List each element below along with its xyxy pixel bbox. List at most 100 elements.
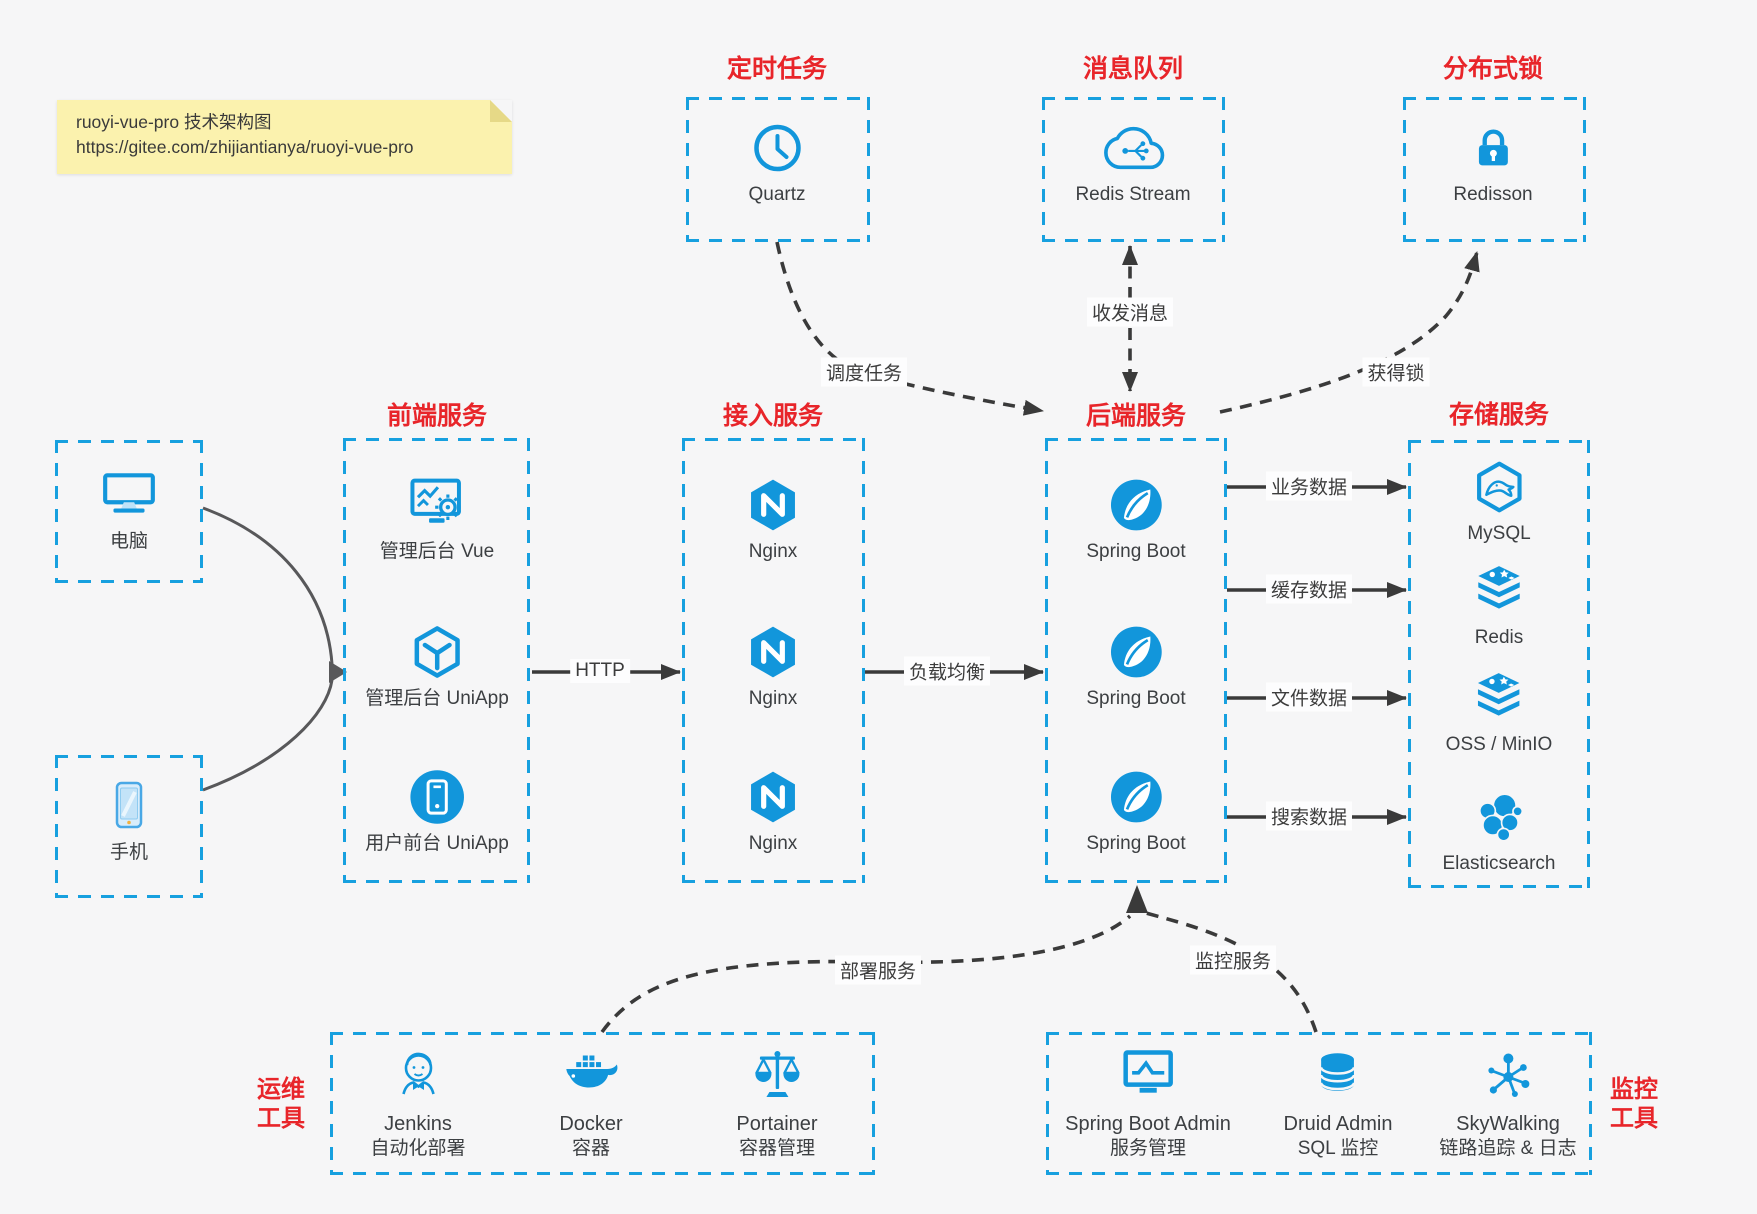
cloud-stream-icon	[1102, 119, 1164, 177]
node-mysql: MySQL	[1467, 458, 1531, 546]
node-label: 用户前台 UniApp	[365, 833, 509, 854]
node-label: 管理后台 Vue	[379, 541, 495, 562]
node-sublabel: 容器	[571, 1138, 611, 1159]
title-gateway: 接入服务	[722, 402, 824, 430]
edge-label-lock: 获得锁	[1362, 357, 1430, 387]
node-label: Docker	[559, 1113, 623, 1135]
node-label: Nginx	[748, 833, 798, 854]
spring-icon	[1107, 476, 1165, 534]
node-label: Elasticsearch	[1442, 853, 1556, 874]
node-label: 管理后台 UniApp	[365, 688, 509, 709]
monitor-label-line2: 工具	[1610, 1105, 1658, 1132]
title-message-queue: 消息队列	[1082, 55, 1184, 83]
skywalking-icon	[1480, 1046, 1536, 1104]
user-app-icon	[407, 768, 467, 826]
node-sublabel: 容器管理	[738, 1138, 815, 1159]
node-druid-admin: Druid Admin SQL 监控	[1283, 1046, 1393, 1162]
node-label: Jenkins	[384, 1113, 452, 1135]
node-skywalking: SkyWalking 链路追踪 & 日志	[1439, 1046, 1577, 1162]
node-user-uniapp: 用户前台 UniApp	[365, 768, 509, 856]
node-label: Nginx	[748, 688, 798, 709]
title-backend: 后端服务	[1085, 402, 1187, 430]
node-portainer: Portainer 容器管理	[736, 1046, 818, 1162]
node-sublabel: 服务管理	[1109, 1138, 1186, 1159]
node-label: Quartz	[748, 184, 806, 205]
node-redisson: Redisson	[1453, 119, 1533, 207]
ops-label-line2: 工具	[257, 1105, 305, 1132]
node-quartz: Quartz	[748, 119, 806, 207]
edge-label-monitor: 监控服务	[1189, 945, 1277, 975]
note-title: ruoyi-vue-pro 技术架构图	[76, 112, 272, 132]
nginx-icon	[744, 768, 802, 826]
backend-bottom-arrowhead	[1126, 885, 1148, 913]
node-phone: 手机	[101, 777, 157, 865]
node-label: SkyWalking	[1456, 1113, 1560, 1135]
redisson-box	[1403, 97, 1586, 242]
node-label: Spring Boot Admin	[1065, 1113, 1231, 1135]
node-label: Redis	[1474, 627, 1524, 648]
mysql-icon	[1470, 458, 1528, 516]
node-spring-boot-admin: Spring Boot Admin 服务管理	[1065, 1046, 1231, 1162]
node-redis-stream: Redis Stream	[1075, 119, 1191, 207]
node-label: Spring Boot	[1086, 688, 1186, 709]
node-spring-boot-3: Spring Boot	[1086, 768, 1186, 856]
node-redis: Redis	[1470, 562, 1528, 650]
admin-vue-icon	[406, 476, 468, 534]
spring-boot-admin-icon	[1118, 1046, 1178, 1104]
ops-label-line1: 运维	[257, 1076, 305, 1103]
edge-desktop-to-frontend	[202, 506, 334, 665]
node-jenkins: Jenkins 自动化部署	[370, 1046, 466, 1162]
phone-icon	[101, 777, 157, 835]
node-label: Nginx	[748, 541, 798, 562]
title-frontend: 前端服务	[386, 402, 488, 430]
druid-database-icon	[1311, 1046, 1365, 1104]
uniapp-cube-icon	[407, 623, 467, 681]
edge-label-search-data: 搜索数据	[1265, 801, 1353, 831]
monitor-label-line1: 监控	[1610, 1076, 1658, 1103]
elasticsearch-icon	[1470, 788, 1528, 846]
node-admin-vue: 管理后台 Vue	[380, 476, 494, 564]
edge-label-deploy: 部署服务	[834, 955, 922, 985]
edge-label-load-balance: 负载均衡	[903, 656, 991, 686]
monitor-tools-side-label: 监控 工具	[1610, 1075, 1658, 1133]
edge-label-messaging: 收发消息	[1086, 297, 1174, 327]
edge-monitor	[1145, 911, 1318, 1033]
node-label: MySQL	[1467, 523, 1531, 544]
oss-stack-icon	[1470, 669, 1528, 727]
edge-label-file-data: 文件数据	[1265, 682, 1353, 712]
node-label: Redis Stream	[1075, 184, 1191, 205]
edge-label-schedule: 调度任务	[820, 357, 908, 387]
redis-stack-icon	[1470, 562, 1528, 620]
clock-icon	[749, 119, 805, 177]
node-label: OSS / MinIO	[1445, 734, 1553, 755]
lock-icon	[1466, 119, 1520, 177]
desktop-icon	[100, 466, 158, 524]
node-nginx-3: Nginx	[744, 768, 802, 856]
ops-tools-side-label: 运维 工具	[257, 1075, 305, 1133]
node-spring-boot-2: Spring Boot	[1086, 623, 1186, 711]
edge-schedule	[775, 241, 1044, 416]
node-nginx-1: Nginx	[744, 476, 802, 564]
sticky-note: ruoyi-vue-pro 技术架构图 https://gitee.com/zh…	[57, 100, 512, 174]
monitor-tools-box	[1046, 1032, 1592, 1175]
node-label: Portainer	[736, 1113, 818, 1135]
edge-label-http: HTTP	[570, 659, 630, 683]
jenkins-icon	[390, 1046, 446, 1104]
docker-icon	[561, 1046, 621, 1104]
nginx-icon	[744, 476, 802, 534]
node-label: Druid Admin	[1283, 1113, 1393, 1135]
node-nginx-2: Nginx	[744, 623, 802, 711]
edge-lock	[1219, 251, 1480, 414]
spring-icon	[1107, 623, 1165, 681]
node-label: Redisson	[1453, 184, 1533, 205]
portainer-scales-icon	[749, 1046, 805, 1104]
node-admin-uniapp: 管理后台 UniApp	[365, 623, 509, 711]
edge-phone-to-frontend	[202, 679, 334, 792]
nginx-icon	[744, 623, 802, 681]
title-storage: 存储服务	[1448, 401, 1550, 429]
title-scheduled-tasks: 定时任务	[726, 55, 828, 83]
spring-icon	[1107, 768, 1165, 826]
node-spring-boot-1: Spring Boot	[1086, 476, 1186, 564]
note-url: https://gitee.com/zhijiantianya/ruoyi-vu…	[76, 137, 414, 157]
